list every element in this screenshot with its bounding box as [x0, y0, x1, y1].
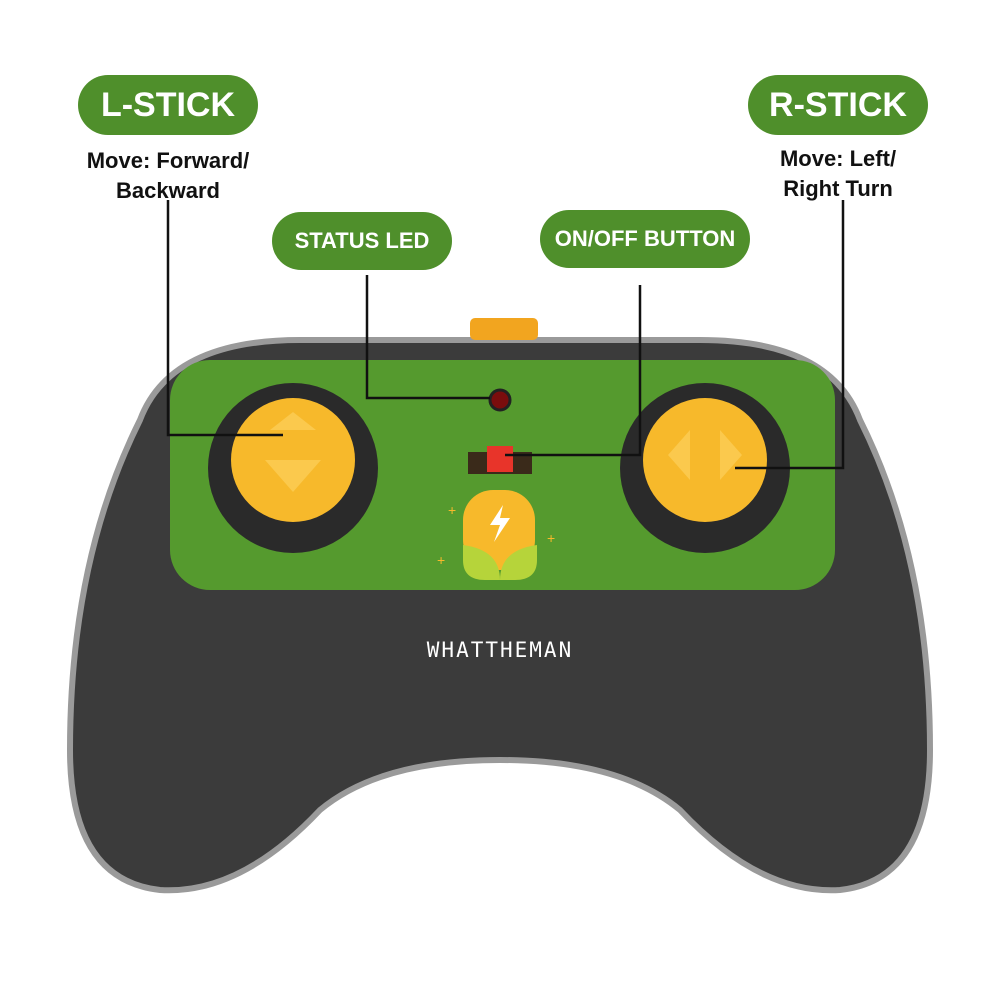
right-stick[interactable]: [643, 398, 767, 522]
brand-logo: WHATTHEMAN: [426, 638, 574, 662]
status-led-callout-line: [365, 275, 490, 400]
l-stick-description: Move: Forward/ Backward: [48, 146, 288, 206]
power-callout-line: [505, 285, 642, 457]
status-led-label: STATUS LED: [272, 212, 452, 270]
status-led: [488, 388, 512, 412]
power-switch[interactable]: [487, 446, 513, 472]
power-button-label: ON/OFF BUTTON: [540, 210, 750, 268]
l-stick-desc-line1: Move: Forward/: [86, 148, 250, 173]
svg-text:+: +: [437, 552, 445, 568]
svg-text:+: +: [448, 502, 456, 518]
r-stick-desc-line1: Move: Left/: [779, 146, 897, 171]
left-arrow-icon: [668, 430, 690, 480]
corn-logo-icon: + + +: [437, 490, 555, 580]
l-stick-desc-line2: Backward: [116, 178, 220, 203]
down-arrow-icon: [265, 460, 321, 492]
right-arrow-icon: [720, 430, 742, 480]
r-stick-description: Move: Left/ Right Turn: [718, 144, 958, 204]
l-stick-callout-line: [166, 200, 283, 437]
r-stick-callout-line: [735, 200, 845, 470]
up-arrow-icon: [270, 412, 316, 430]
callout-lines: [166, 200, 845, 470]
r-stick-desc-line2: Right Turn: [783, 176, 893, 201]
r-stick-label: R-STICK: [748, 75, 928, 135]
l-stick-label: L-STICK: [78, 75, 258, 135]
top-button[interactable]: [470, 318, 538, 340]
svg-text:+: +: [547, 530, 555, 546]
